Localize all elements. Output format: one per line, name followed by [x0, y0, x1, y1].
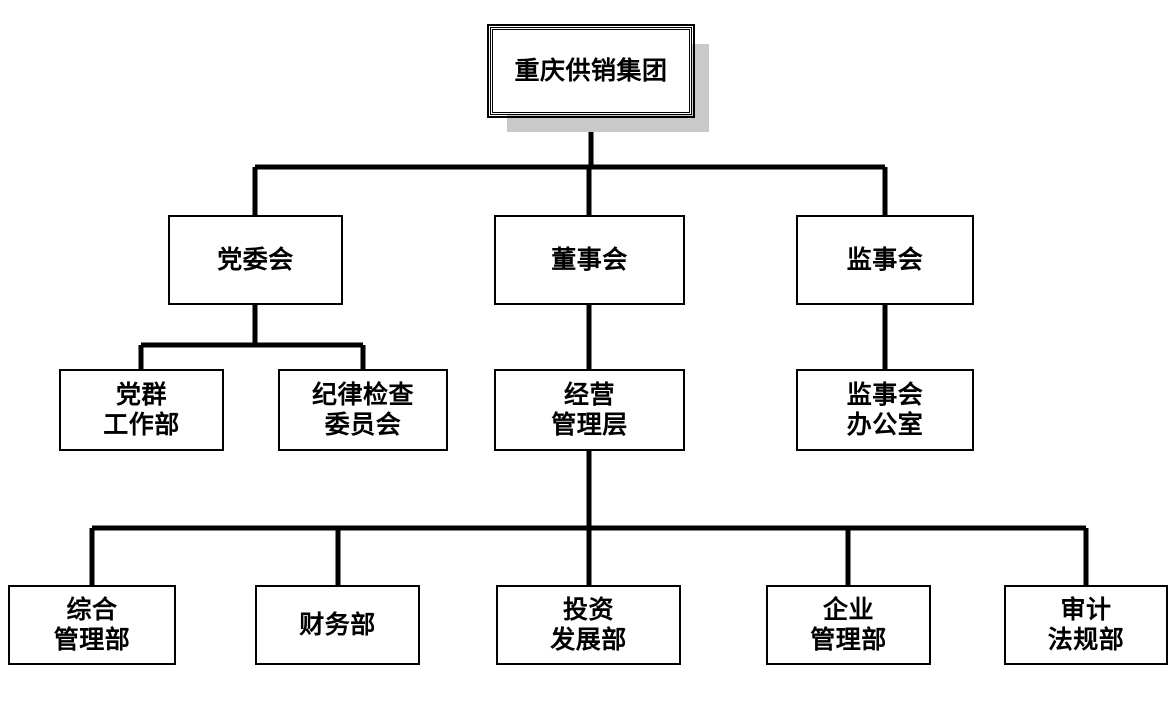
org-node-general-management-dept[interactable]: 综合 管理部 — [8, 585, 176, 665]
org-node-audit-regulations-dept[interactable]: 审计 法规部 — [1004, 585, 1168, 665]
org-node-label-board-of-supervisors: 监事会 — [846, 244, 924, 274]
org-node-party-mass-work-dept[interactable]: 党群 工作部 — [59, 369, 224, 451]
org-node-label-investment-development-dept: 投资 发展部 — [550, 594, 627, 655]
org-node-supervisors-office[interactable]: 监事会 办公室 — [796, 369, 974, 451]
org-node-root[interactable]: 重庆供销集团 — [487, 24, 695, 118]
org-node-label-party-mass-work-dept: 党群 工作部 — [103, 379, 180, 440]
org-node-label-general-management-dept: 综合 管理部 — [53, 594, 131, 655]
org-node-party-committee[interactable]: 党委会 — [168, 215, 343, 305]
org-node-label-audit-regulations-dept: 审计 法规部 — [1047, 594, 1125, 655]
org-node-board-of-directors[interactable]: 董事会 — [494, 215, 685, 305]
org-node-finance-dept[interactable]: 财务部 — [255, 585, 420, 665]
org-node-board-of-supervisors[interactable]: 监事会 — [796, 215, 974, 305]
org-node-label-discipline-inspection-committee: 纪律检查 委员会 — [311, 379, 414, 440]
org-node-label-root: 重庆供销集团 — [514, 55, 668, 85]
org-node-label-board-of-directors: 董事会 — [551, 244, 628, 274]
org-node-label-finance-dept: 财务部 — [299, 609, 376, 639]
org-node-label-party-committee: 党委会 — [217, 244, 294, 274]
org-node-label-supervisors-office: 监事会 办公室 — [846, 379, 924, 440]
org-node-investment-development-dept[interactable]: 投资 发展部 — [496, 585, 681, 665]
org-node-operations-management[interactable]: 经营 管理层 — [494, 369, 685, 451]
org-node-label-operations-management: 经营 管理层 — [551, 379, 628, 440]
org-node-discipline-inspection-committee[interactable]: 纪律检查 委员会 — [278, 369, 448, 451]
org-node-label-enterprise-management-dept: 企业 管理部 — [810, 594, 887, 655]
org-node-enterprise-management-dept[interactable]: 企业 管理部 — [766, 585, 931, 665]
